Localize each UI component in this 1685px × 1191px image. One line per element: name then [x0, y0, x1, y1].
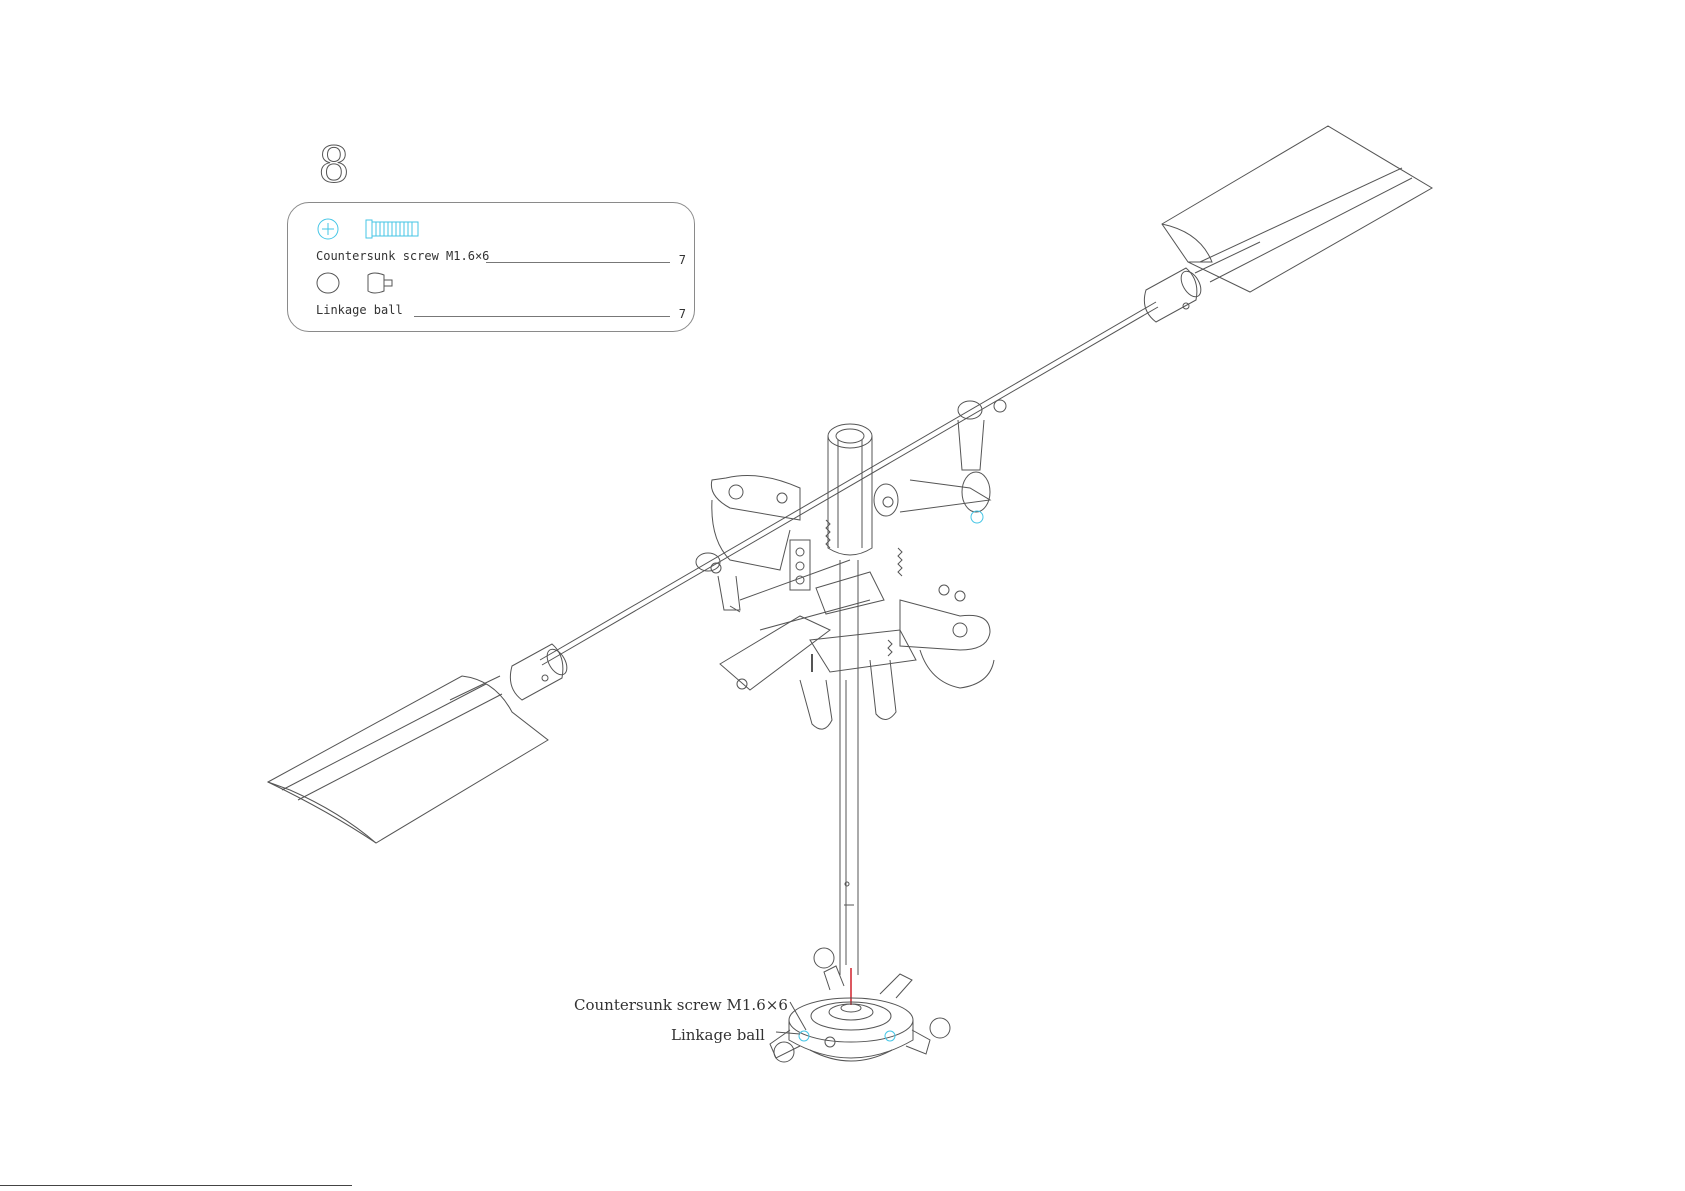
mixing-arms [720, 560, 916, 729]
swashplate [770, 948, 950, 1062]
flybar-control-arm-right [958, 400, 1006, 523]
rotor-hub [828, 424, 898, 555]
blade-grip-left [711, 476, 810, 590]
flybar-weight-left [510, 644, 571, 700]
flybar-paddle-left [268, 676, 548, 843]
spindle-springs [826, 520, 902, 656]
callout-linkage-ball: Linkage ball [671, 1026, 765, 1044]
flybar-rod [540, 302, 1158, 665]
flybar-weight-right [1144, 268, 1205, 322]
footer-rule [0, 1185, 352, 1186]
flybar-paddle-right [1162, 126, 1432, 292]
flybar-control-arm-left [696, 553, 740, 612]
callout-countersunk-screw: Countersunk screw M1.6×6 [574, 996, 788, 1014]
main-shaft [840, 560, 858, 975]
